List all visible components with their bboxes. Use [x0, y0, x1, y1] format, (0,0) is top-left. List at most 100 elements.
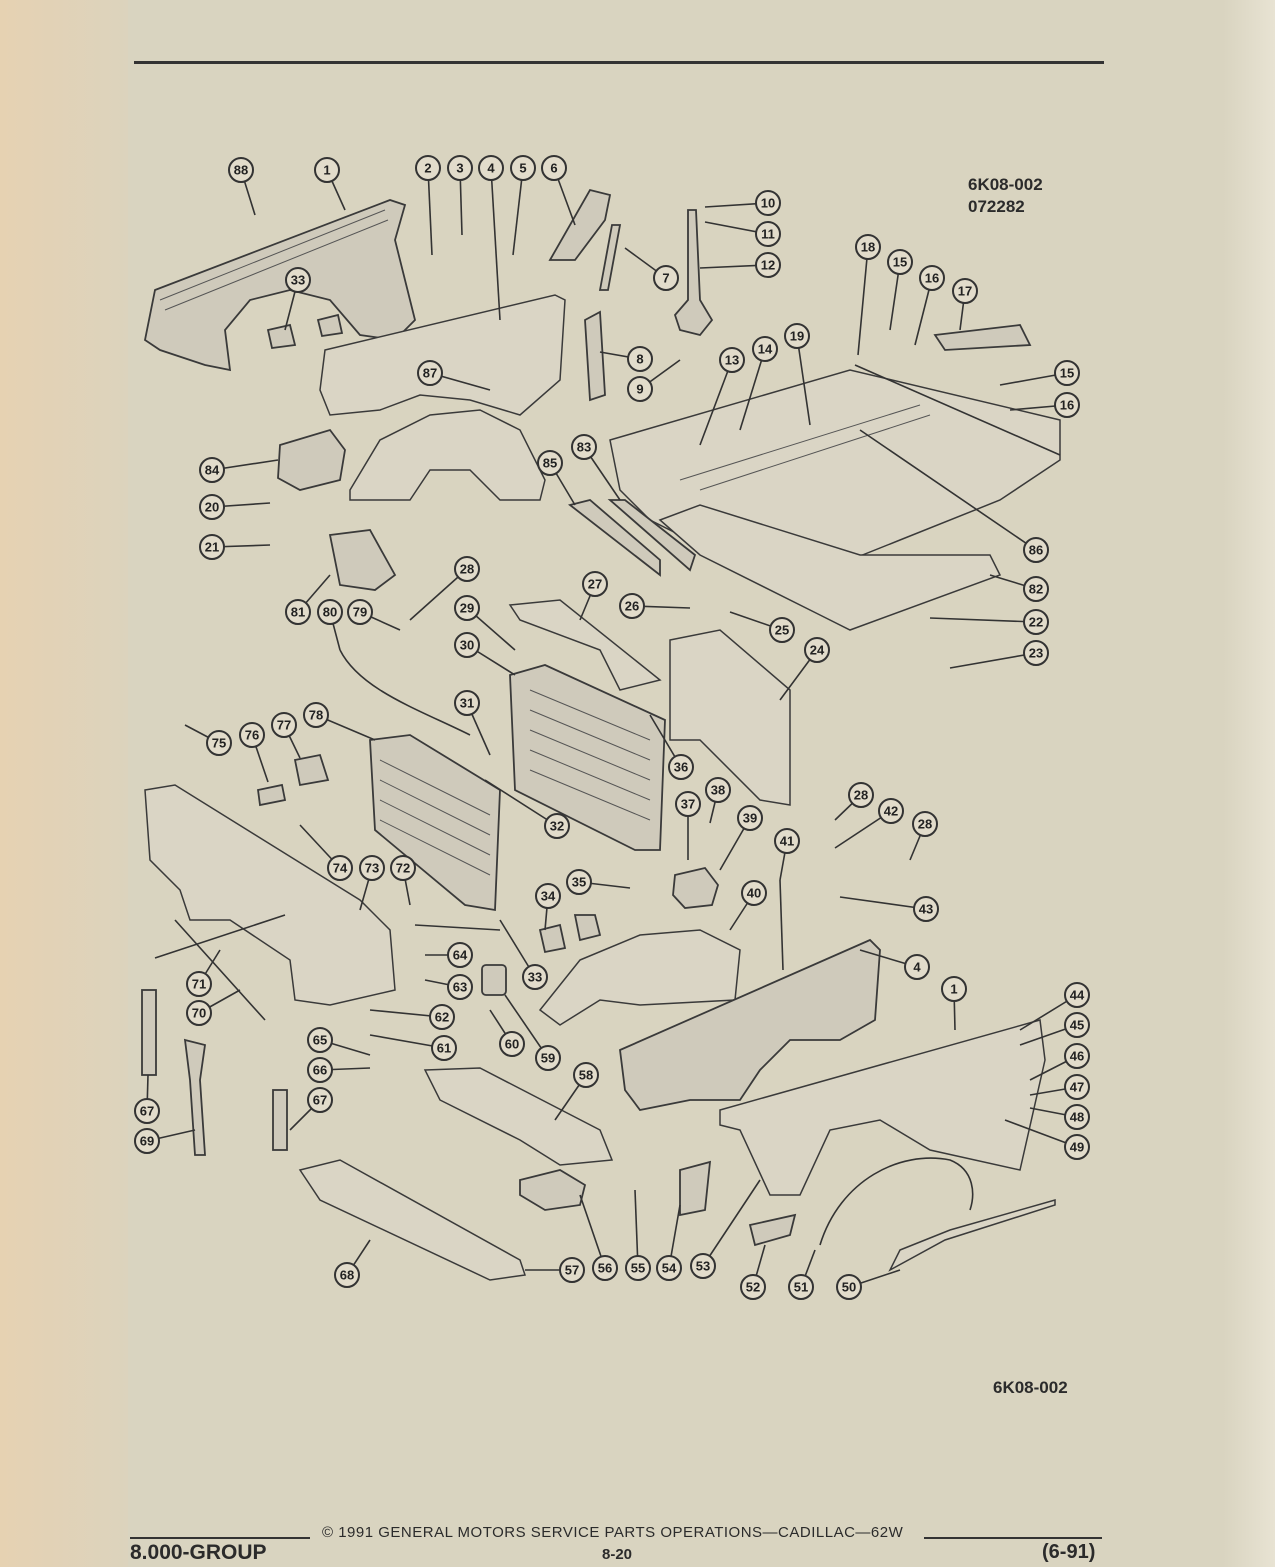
footer-group: 8.000-GROUP: [130, 1541, 267, 1564]
front-support-drawing: [144, 784, 396, 1006]
callout-circle: [690, 1253, 716, 1279]
callout-86: 86: [1023, 537, 1049, 563]
callout-label: 56: [598, 1261, 612, 1276]
callout-circle: [755, 252, 781, 278]
callout-circle: [878, 798, 904, 824]
callout-circle: [454, 632, 480, 658]
callout-39: 39: [737, 805, 763, 831]
callout-label: 15: [893, 255, 907, 270]
callout-label: 5: [519, 161, 526, 176]
callout-circle: [941, 976, 967, 1002]
callout-5: 5: [510, 155, 536, 181]
callout-44: 44: [1064, 982, 1090, 1008]
callout-83: 83: [571, 434, 597, 460]
callout-label: 78: [309, 708, 323, 723]
callout-circle: [741, 880, 767, 906]
leader-line-22: [929, 617, 1037, 623]
callout-label: 3: [456, 161, 463, 176]
callout-label: 42: [884, 804, 898, 819]
footer-rule-left: [130, 1537, 310, 1539]
callout-61: 61: [431, 1035, 457, 1061]
leader-line-43: [839, 896, 927, 910]
leader-line-4: [490, 167, 501, 321]
callout-circle: [913, 896, 939, 922]
callout-circle: [347, 599, 373, 625]
callout-label: 7: [662, 271, 669, 286]
callout-circle: [705, 777, 731, 803]
callout-circle: [848, 782, 874, 808]
callout-label: 74: [333, 861, 348, 876]
callout-8: 8: [627, 346, 653, 372]
callout-circle: [199, 534, 225, 560]
part-59: [481, 964, 507, 996]
callout-label: 76: [245, 728, 259, 743]
callout-circle: [510, 155, 536, 181]
callout-circle: [447, 942, 473, 968]
callout-circle: [571, 434, 597, 460]
callout-label: 9: [636, 382, 643, 397]
callout-42: 42: [878, 798, 904, 824]
callout-28: 28: [848, 782, 874, 808]
leader-line-18: [857, 246, 869, 356]
callout-60: 60: [499, 1031, 525, 1057]
callout-28: 28: [912, 811, 938, 837]
callout-circle: [592, 1255, 618, 1281]
callout-23: 23: [1023, 640, 1049, 666]
callout-circle: [206, 730, 232, 756]
callout-15: 15: [887, 249, 913, 275]
part-86: [567, 499, 661, 577]
callout-label: 64: [453, 948, 468, 963]
callout-circle: [390, 855, 416, 881]
callout-45: 45: [1064, 1012, 1090, 1038]
callout-label: 37: [681, 797, 695, 812]
fan-shroud-drawing: [669, 629, 791, 806]
callout-circle: [912, 811, 938, 837]
callout-circle: [619, 593, 645, 619]
callout-43: 43: [913, 896, 939, 922]
callout-label: 88: [234, 163, 248, 178]
callout-label: 11: [761, 227, 775, 242]
callout-label: 62: [435, 1010, 449, 1025]
callout-circle: [855, 234, 881, 260]
callout-circle: [134, 1128, 160, 1154]
callout-circle: [919, 265, 945, 291]
callout-circle: [454, 556, 480, 582]
callout-82: 82: [1023, 576, 1049, 602]
callout-circle: [774, 828, 800, 854]
callout-label: 67: [313, 1093, 327, 1108]
rod-41: [779, 879, 784, 971]
callout-label: 43: [919, 902, 933, 917]
callout-36: 36: [668, 754, 694, 780]
callout-circle: [454, 595, 480, 621]
part-12: [673, 209, 714, 337]
callout-circle: [1064, 1012, 1090, 1038]
callout-32: 32: [544, 813, 570, 839]
callout-1: 1: [941, 976, 967, 1002]
callout-label: 63: [453, 980, 467, 995]
part-67a: [141, 989, 157, 1076]
fender-left-drawing: [143, 199, 416, 372]
callout-31: 31: [454, 690, 480, 716]
callout-label: 33: [291, 273, 305, 288]
callout-circle: [784, 323, 810, 349]
callout-58: 58: [573, 1062, 599, 1088]
callout-70: 70: [186, 1000, 212, 1026]
callout-circle: [740, 1274, 766, 1300]
fender-right-drawing: [619, 938, 881, 1111]
callout-label: 80: [323, 605, 337, 620]
callout-label: 68: [340, 1268, 354, 1283]
callout-label: 32: [550, 819, 564, 834]
callout-circle: [499, 1031, 525, 1057]
inner-panel-drawing: [319, 294, 566, 416]
callout-34: 34: [535, 883, 561, 909]
callout-24: 24: [804, 637, 830, 663]
callout-label: 51: [794, 1280, 808, 1295]
diagram-date: 072282: [968, 197, 1025, 216]
radiator-support-bar-drawing: [508, 599, 662, 691]
callout-circle: [447, 155, 473, 181]
callout-label: 1: [323, 163, 330, 178]
callout-33: 33: [522, 964, 548, 990]
callout-circle: [788, 1274, 814, 1300]
callout-circle: [431, 1035, 457, 1061]
wheelhouse-lower-drawing: [538, 929, 741, 1026]
